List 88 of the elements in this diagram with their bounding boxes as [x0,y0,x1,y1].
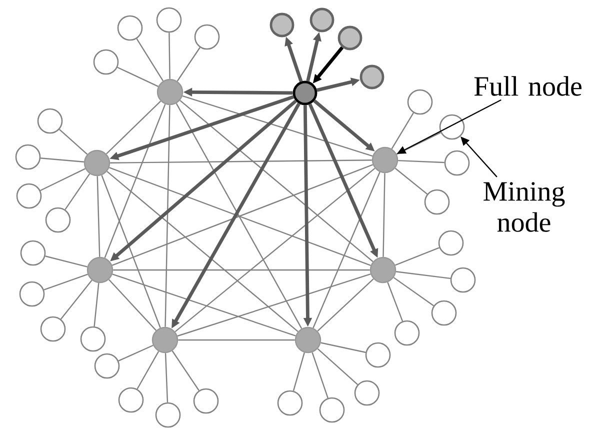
full-node [372,146,398,174]
link-line [312,352,328,398]
peer-node [338,26,362,50]
link-line [60,280,92,320]
mining-node [80,326,106,352]
mining-node [438,230,464,256]
full-node [152,326,178,354]
link-line [174,168,376,332]
hub-node [292,80,318,106]
mining-node [118,387,144,413]
mining-node [319,397,345,423]
link-line [178,339,295,341]
mining-node [155,402,181,428]
mining-node [93,49,119,75]
mining-node [277,390,303,416]
link-line [391,112,414,150]
mining-node [117,15,143,41]
link-line [113,269,370,271]
mining-node [16,183,42,209]
link-line [106,170,298,332]
peer-node [270,12,294,38]
mining-node [193,388,219,414]
mining-node [407,89,433,115]
mining-node [439,114,465,140]
mining-node [450,267,476,293]
node-label: Mining node [484,182,565,232]
link-line [172,350,200,391]
link-line [394,168,428,195]
link-line [317,348,358,385]
mining-node [156,7,182,33]
link-line [396,271,451,280]
link-line [312,172,380,328]
link-line [112,274,296,336]
peer-node [310,8,334,32]
link-line [382,173,386,257]
link-line [118,344,154,362]
node-label: Full node [474,76,582,96]
link-line [394,247,440,266]
link-line [176,47,200,82]
link-line [177,273,371,337]
mining-node [394,320,420,346]
full-node [370,256,396,284]
link-line [96,176,100,257]
link-line [182,95,373,157]
link-line [94,282,100,326]
link-line [168,32,170,79]
full-node [294,326,322,354]
link-line [398,160,444,164]
link-line [292,352,305,391]
link-line [136,38,164,82]
mining-node [40,316,66,342]
mining-node [15,144,41,170]
link-line [396,132,441,155]
mining-node [424,189,450,215]
link-line [164,105,170,327]
mining-node [354,380,380,406]
mining-node [365,342,391,368]
mining-node [431,300,457,326]
full-node [84,150,110,176]
mining-node [194,24,220,50]
full-node [86,256,114,284]
link-line [64,173,90,210]
link-line [393,277,434,306]
link-line [387,282,404,322]
link-line [164,353,168,402]
link-line [106,100,162,154]
link-line [110,160,372,164]
link-line [101,175,161,328]
mining-node [19,281,45,307]
full-node [156,78,184,106]
link-line [40,158,84,162]
mining-node [37,108,63,134]
link-line [59,128,88,155]
link-line [44,274,88,290]
link-line [108,279,157,331]
link-line [320,342,366,353]
peer-node [360,64,384,90]
mining-node [20,240,46,266]
link-line [317,278,374,332]
link-line [45,256,88,268]
link-line [117,66,158,87]
link-line [180,100,374,262]
mining-node [94,353,120,379]
mining-node [444,150,470,176]
mining-node [45,207,71,233]
link-line [136,351,160,390]
link-line [104,104,166,258]
link-line [40,168,86,192]
